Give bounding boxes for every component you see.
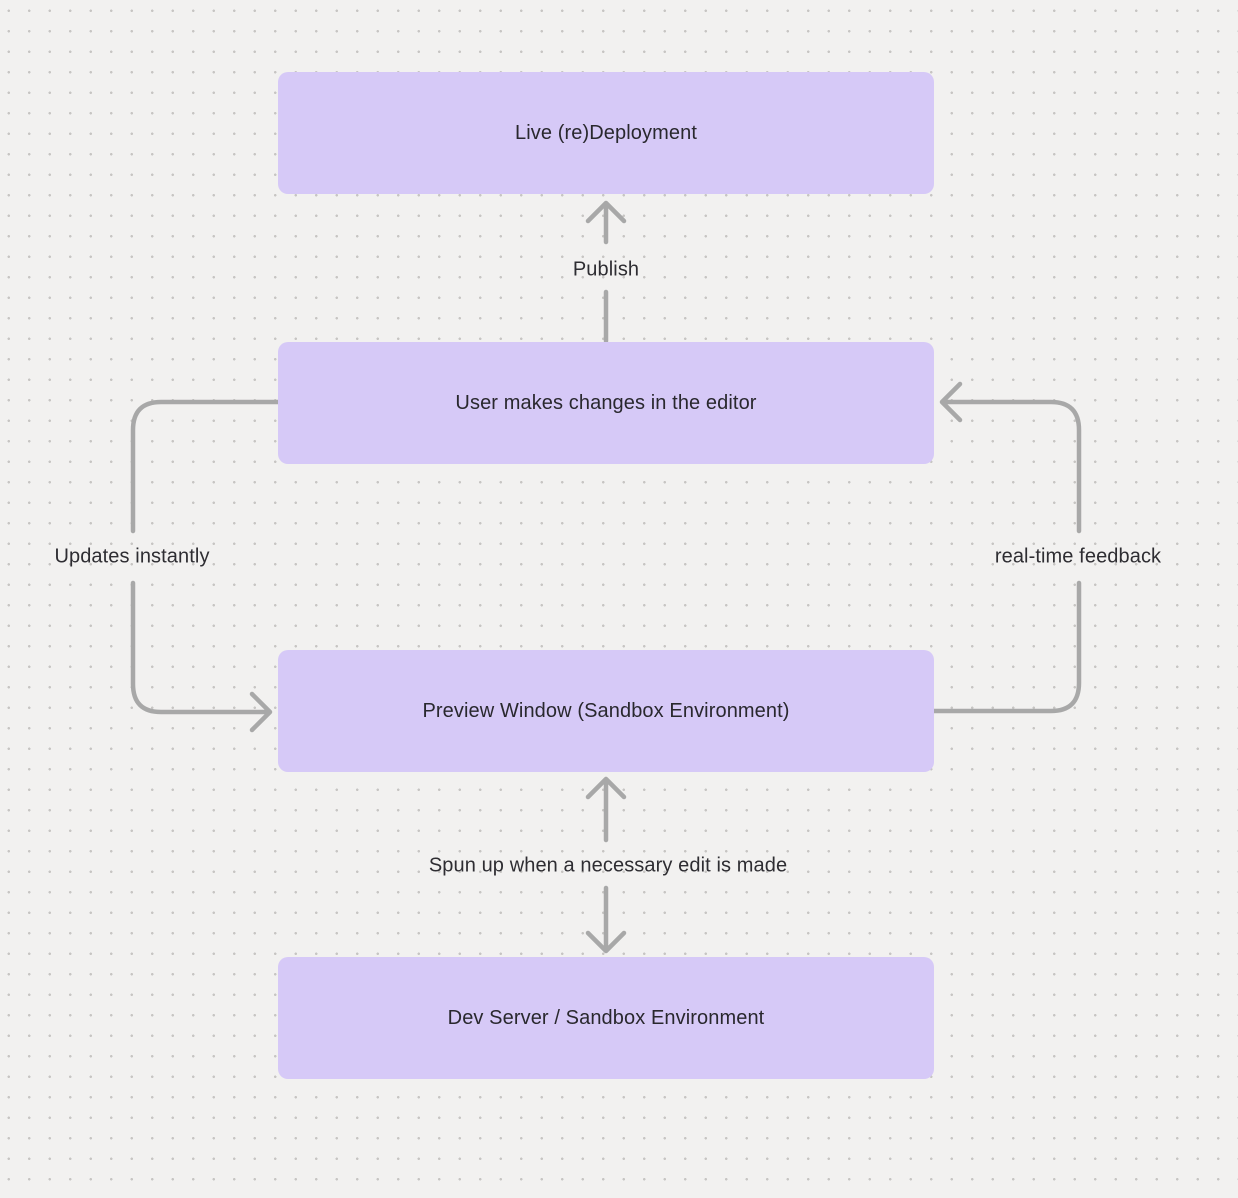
node-preview-window-label: Preview Window (Sandbox Environment)	[422, 699, 790, 722]
publish-arrow-head-segment	[585, 200, 627, 245]
node-user-editor: User makes changes in the editor	[278, 342, 934, 464]
spun-up-arrow-down-segment	[585, 885, 627, 954]
realtime-feedback-arrow-bottom-segment	[931, 580, 1082, 714]
node-live-redeployment-label: Live (re)Deployment	[515, 121, 697, 144]
node-live-redeployment: Live (re)Deployment	[278, 72, 934, 194]
node-dev-server: Dev Server / Sandbox Environment	[278, 957, 934, 1079]
spun-up-arrow-up-segment	[585, 776, 627, 843]
node-dev-server-label: Dev Server / Sandbox Environment	[447, 1006, 765, 1029]
node-user-editor-label: User makes changes in the editor	[455, 391, 757, 414]
realtime-feedback-arrow-top-segment	[939, 381, 1082, 534]
updates-instantly-arrow-top-segment	[130, 399, 281, 534]
edge-label-updates-instantly: Updates instantly	[54, 545, 210, 568]
updates-instantly-arrow-bottom-segment	[130, 580, 273, 733]
node-preview-window: Preview Window (Sandbox Environment)	[278, 650, 934, 772]
edge-label-realtime-feedback: real-time feedback	[994, 545, 1162, 568]
edge-label-spun-up: Spun up when a necessary edit is made	[428, 854, 788, 877]
edge-label-publish: Publish	[572, 258, 640, 281]
